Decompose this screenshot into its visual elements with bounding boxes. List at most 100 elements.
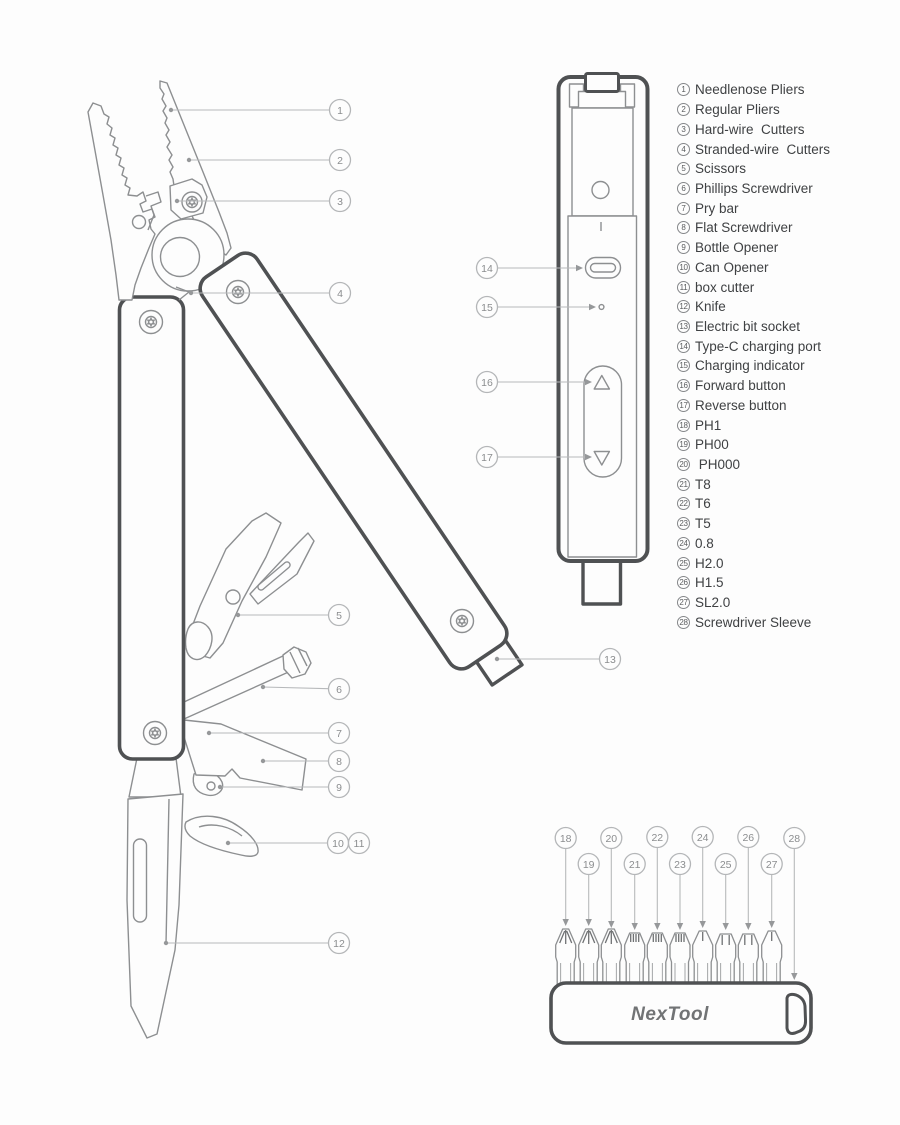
scissors-spring [184,621,213,661]
legend-label: Phillips Screwdriver [695,180,813,196]
legend-number: 18 [677,418,690,432]
bit-ph [600,928,622,986]
callout-6: 6 [260,677,351,701]
callout-18: 18 [554,826,577,926]
callout-28: 28 [783,826,806,980]
svg-text:2: 2 [337,155,343,167]
legend-label: T6 [695,496,711,512]
legend-number: 23 [677,517,690,531]
knife-nail-slot [132,838,148,923]
charging-indicator-led [598,303,605,311]
svg-text:10: 10 [332,838,344,850]
legend-label: SL2.0 [695,595,731,611]
callout-13: 13 [494,647,622,671]
bit-hex [715,933,737,986]
callout-23: 23 [668,852,692,930]
torx-screw [138,309,164,335]
driver-head [571,107,634,217]
flat-screwdriver-prybar [183,719,307,791]
callout-3: 3 [174,189,352,213]
bit-set [555,928,783,986]
svg-text:19: 19 [583,859,595,871]
button-panel [583,365,623,478]
callout-24: 24 [691,825,714,928]
electric-screwdriver [556,72,650,606]
legend-label: T8 [695,476,711,492]
wire-cutter-anvil [145,191,162,231]
hinge-tab [584,72,620,93]
legend-label: Electric bit socket [695,318,801,334]
legend-number: 7 [677,201,690,215]
legend-item-20: 20 PH000 [677,455,830,475]
svg-text:16: 16 [481,377,493,389]
bit-flat [692,930,714,986]
legend-number: 20 [677,458,690,472]
legend-label: Hard-wire Cutters [695,121,805,137]
svg-text:25: 25 [720,859,732,871]
hinge-plate [577,90,627,109]
can-opener-inner-line [198,824,243,837]
torx-screw [181,191,203,213]
legend-label: Type-C charging port [695,338,822,354]
legend-number: 26 [677,576,690,590]
callout-9: 9 [217,775,351,799]
legend-number: 10 [677,260,690,274]
svg-text:22: 22 [651,832,663,844]
legend-label: PH000 [695,457,741,473]
legend-label: Charging indicator [695,358,805,374]
legend-number: 25 [677,556,690,570]
legend-number: 14 [677,339,690,353]
callout-20: 20 [600,826,623,928]
svg-text:28: 28 [788,833,800,845]
legend-number: 9 [677,241,690,255]
legend-number: 4 [677,142,690,156]
callout-27: 27 [760,852,783,928]
nextool-logo: NexTool [631,1004,709,1025]
bit-torx [646,932,668,986]
can-opener [184,815,259,857]
scissors-blade-slot-inner [258,562,290,590]
legend-label: Knife [695,299,726,315]
svg-text:18: 18 [560,833,572,845]
knife-tang [128,757,182,798]
pliers-left-jaw [87,102,156,301]
bottle-opener-notch [206,781,216,791]
callout-7: 7 [206,721,351,745]
sleeve-body [549,981,813,1045]
legend-number: 8 [677,221,690,235]
torx-screw [449,608,475,634]
callout-19: 19 [577,852,600,926]
legend-number: 11 [677,280,690,294]
scissors-pivot-hole [225,589,241,605]
right-handle [198,251,509,671]
legend-label: Scissors [695,161,747,177]
phillips-tip [282,646,312,679]
knife-spine-line [165,798,170,945]
screwdriver-sleeve [549,981,813,1045]
legend-number: 24 [677,536,690,550]
bit-ph [578,928,600,986]
legend-number: 13 [677,319,690,333]
svg-text:23: 23 [674,859,686,871]
callout-12: 12 [163,931,351,955]
legend-label: box cutter [695,279,755,295]
legend-label: 0.8 [695,535,714,551]
svg-text:7: 7 [336,728,342,740]
legend-label: H2.0 [695,555,724,571]
svg-text:21: 21 [629,859,641,871]
svg-text:24: 24 [697,832,709,844]
callout-1: 1 [168,98,352,122]
